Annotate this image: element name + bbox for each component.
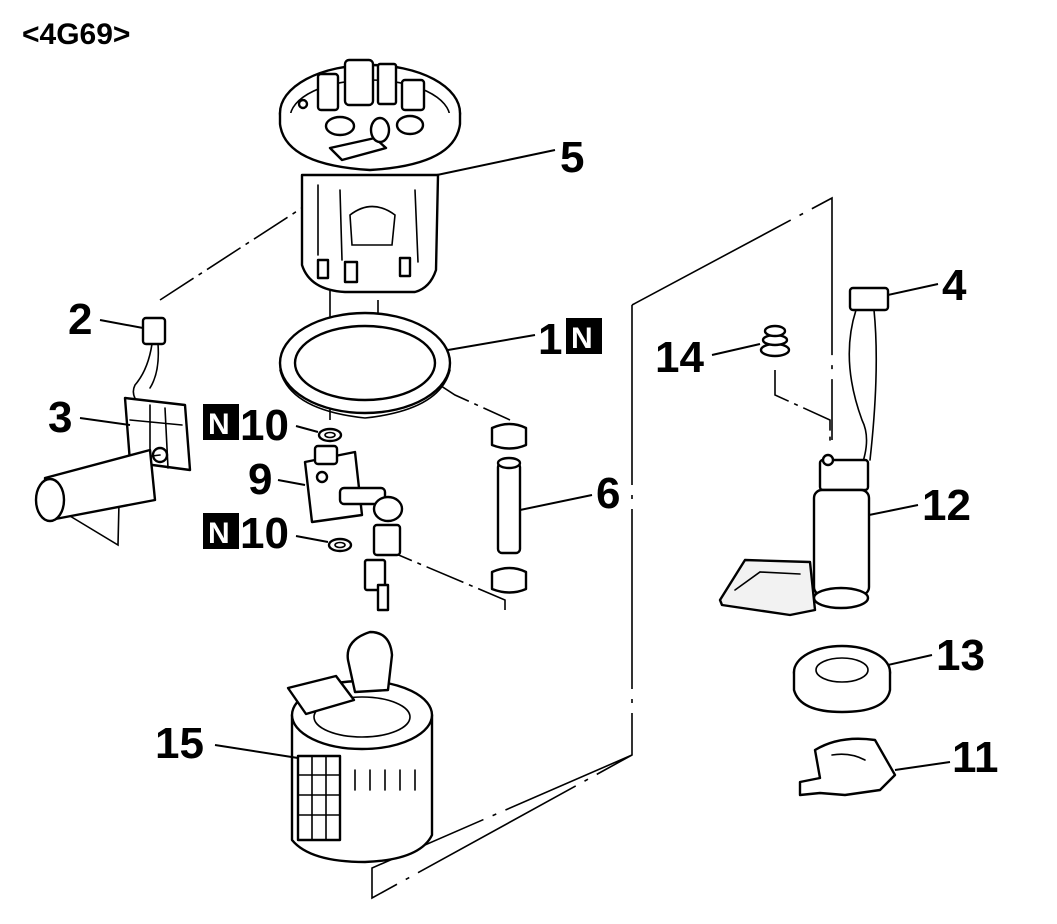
- new-part-badge-text: N: [571, 322, 593, 355]
- callout-label-14: 14: [655, 333, 704, 382]
- callout-14: 14: [655, 333, 761, 382]
- new-part-badge: [566, 318, 602, 354]
- callout-15: 15: [155, 719, 299, 768]
- callout-12: 12: [868, 481, 971, 530]
- callout-9: 9: [248, 455, 306, 504]
- new-part-badge-text: N: [208, 408, 230, 441]
- part-14-spring: [759, 324, 791, 358]
- part-11-bracket: [798, 737, 897, 797]
- callout-6: 6: [519, 469, 620, 518]
- callout-5: 5: [436, 133, 584, 182]
- new-part-badge-text: N: [208, 517, 230, 550]
- engine-code-heading: <4G69>: [22, 18, 130, 51]
- callout-label-10-upper: 10: [240, 401, 289, 450]
- callout-3: 3: [48, 393, 131, 442]
- callout-label-15: 15: [155, 719, 204, 768]
- part-9-regulator: [303, 444, 404, 612]
- callout-2: 2: [68, 295, 144, 344]
- callout-label-2: 2: [68, 295, 92, 344]
- callout-label-1: 1: [538, 315, 562, 364]
- part-2-connector: [132, 316, 167, 406]
- part-1-gasket: [278, 311, 452, 419]
- new-part-badge: [203, 513, 239, 549]
- callout-13: 13: [887, 631, 985, 680]
- part-12-fuel-pump: [718, 453, 871, 617]
- callout-label-12: 12: [922, 481, 971, 530]
- part-3-level-sensor: [34, 396, 192, 547]
- callout-label-5: 5: [560, 133, 584, 182]
- new-part-badge: [203, 404, 239, 440]
- callout-label-13: 13: [936, 631, 985, 680]
- callout-11: 11: [894, 733, 999, 782]
- part-13-retainer: [792, 644, 892, 714]
- part-15-filter-case: [286, 630, 434, 864]
- part-5-pump-flange: [278, 58, 462, 294]
- callout-label-3: 3: [48, 393, 72, 442]
- callout-1: 1 N: [447, 315, 602, 364]
- callout-10-upper: N 10: [203, 401, 319, 450]
- callout-10-lower: N 10: [203, 509, 329, 558]
- callout-4: 4: [887, 261, 967, 310]
- part-4-harness: [848, 286, 890, 471]
- callout-label-6: 6: [596, 469, 620, 518]
- callout-label-4: 4: [942, 261, 967, 310]
- callout-label-11: 11: [952, 733, 999, 782]
- part-6-hose: [490, 422, 528, 594]
- part-10-o-rings: [317, 427, 353, 553]
- callout-label-9: 9: [248, 455, 272, 504]
- callout-label-10-lower: 10: [240, 509, 289, 558]
